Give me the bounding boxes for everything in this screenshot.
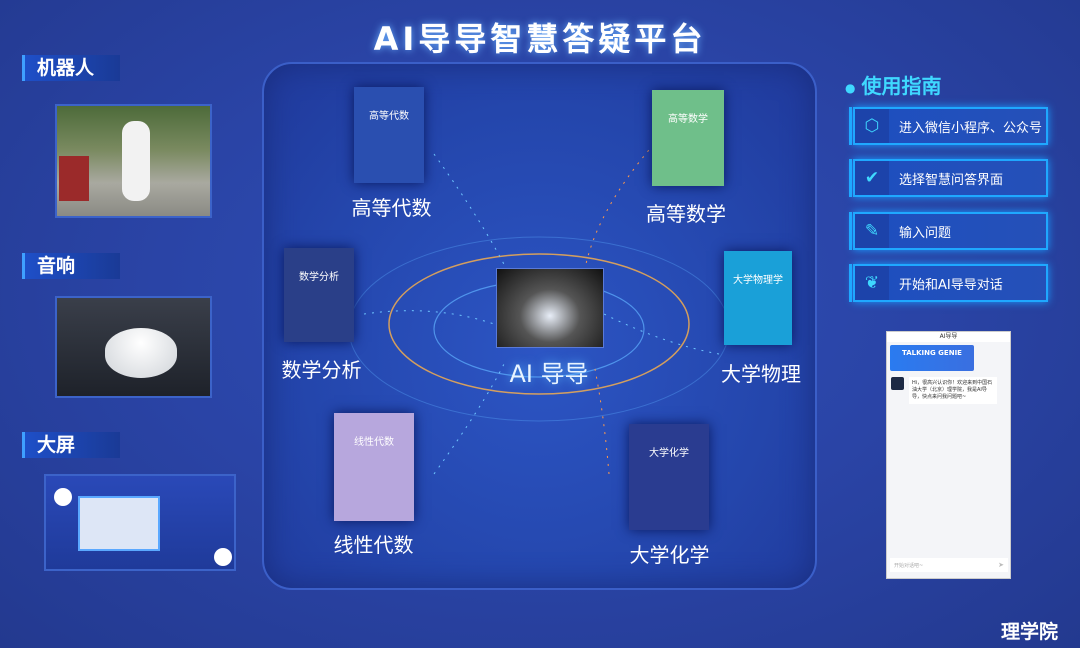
book-cover[interactable]: 大学化学 — [629, 424, 709, 530]
robot-photo — [55, 104, 212, 218]
book-cover[interactable]: 大学物理学 — [724, 251, 792, 345]
phone-title: AI导导 — [887, 332, 1010, 342]
guide-step: ✔ 选择智慧问答界面 — [849, 159, 1048, 197]
book-cover[interactable]: 线性代数 — [334, 413, 414, 521]
bot-avatar — [891, 377, 904, 390]
talking-genie-banner: TALKING GENIE — [890, 345, 974, 371]
chat-bubble: Hi，很高兴认识你！欢迎来到中国石油大学（北京）理学院，我是AI导导，快点来问我… — [909, 377, 997, 404]
subject-label[interactable]: 高等数学 — [646, 202, 726, 226]
subject-label[interactable]: 线性代数 — [333, 533, 414, 557]
big-screen-photo — [44, 474, 236, 571]
phone-mockup: AI导导 TALKING GENIE Hi，很高兴认识你！欢迎来到中国石油大学（… — [886, 331, 1011, 579]
bullet-icon: ● — [845, 80, 856, 95]
center-panel: AI 导导 高等代数 高等代数 高等数学 高等数学 数学分析 数学分析 大学物理… — [262, 62, 817, 590]
pencil-ruler-icon: ✎ — [855, 214, 889, 248]
robot-image — [496, 268, 604, 348]
cube-icon: ⬡ — [855, 109, 889, 143]
book-cover[interactable]: 高等代数 — [354, 87, 424, 183]
book-title: 高等数学 — [668, 114, 708, 125]
subject-label[interactable]: 高等代数 — [351, 196, 432, 220]
check-chat-icon: ✔ — [855, 161, 889, 195]
book-cover[interactable]: 高等数学 — [652, 90, 724, 186]
guide-heading-text: 使用指南 — [861, 74, 942, 98]
chat-input[interactable]: 开始对话吧~ ➤ — [890, 558, 1008, 572]
ai-name: AI 导导 — [509, 360, 589, 388]
leaf-icon: ❦ — [855, 266, 889, 300]
speaker-photo — [55, 296, 212, 398]
send-icon[interactable]: ➤ — [998, 561, 1004, 569]
avatar — [54, 488, 72, 506]
robot-label: 机器人 — [22, 55, 120, 81]
screen-document — [78, 496, 160, 551]
step-label: 进入微信小程序、公众号 — [899, 120, 1043, 136]
footer-label: 理学院 — [1000, 621, 1058, 643]
red-table — [59, 156, 89, 201]
step-label: 选择智慧问答界面 — [899, 172, 1004, 188]
step-label: 开始和AI导导对话 — [899, 277, 1003, 293]
book-title: 大学化学 — [649, 448, 689, 459]
chat-input-placeholder: 开始对话吧~ — [894, 562, 924, 569]
book-cover[interactable]: 数学分析 — [284, 248, 354, 342]
subject-label[interactable]: 数学分析 — [281, 358, 362, 382]
step-label: 输入问题 — [899, 225, 952, 241]
chat-message: Hi，很高兴认识你！欢迎来到中国石油大学（北京）理学院，我是AI导导，快点来问我… — [891, 377, 1006, 404]
subject-label[interactable]: 大学物理 — [721, 362, 801, 386]
robot-figure — [122, 121, 150, 201]
book-title: 大学物理学 — [733, 275, 783, 286]
guide-step: ✎ 输入问题 — [849, 212, 1048, 250]
subject-label[interactable]: 大学化学 — [629, 543, 710, 567]
book-title: 数学分析 — [299, 272, 339, 283]
book-title: 线性代数 — [354, 437, 394, 448]
screen-label: 大屏 — [22, 432, 120, 458]
speaker-label: 音响 — [22, 253, 120, 279]
speaker-device — [105, 328, 177, 378]
book-title: 高等代数 — [369, 111, 409, 122]
guide-step: ❦ 开始和AI导导对话 — [849, 264, 1048, 302]
avatar — [214, 548, 232, 566]
page-title: AI导导智慧答疑平台 — [373, 20, 707, 58]
guide-heading: ● 使用指南 — [845, 70, 941, 99]
guide-step: ⬡ 进入微信小程序、公众号 — [849, 107, 1048, 145]
